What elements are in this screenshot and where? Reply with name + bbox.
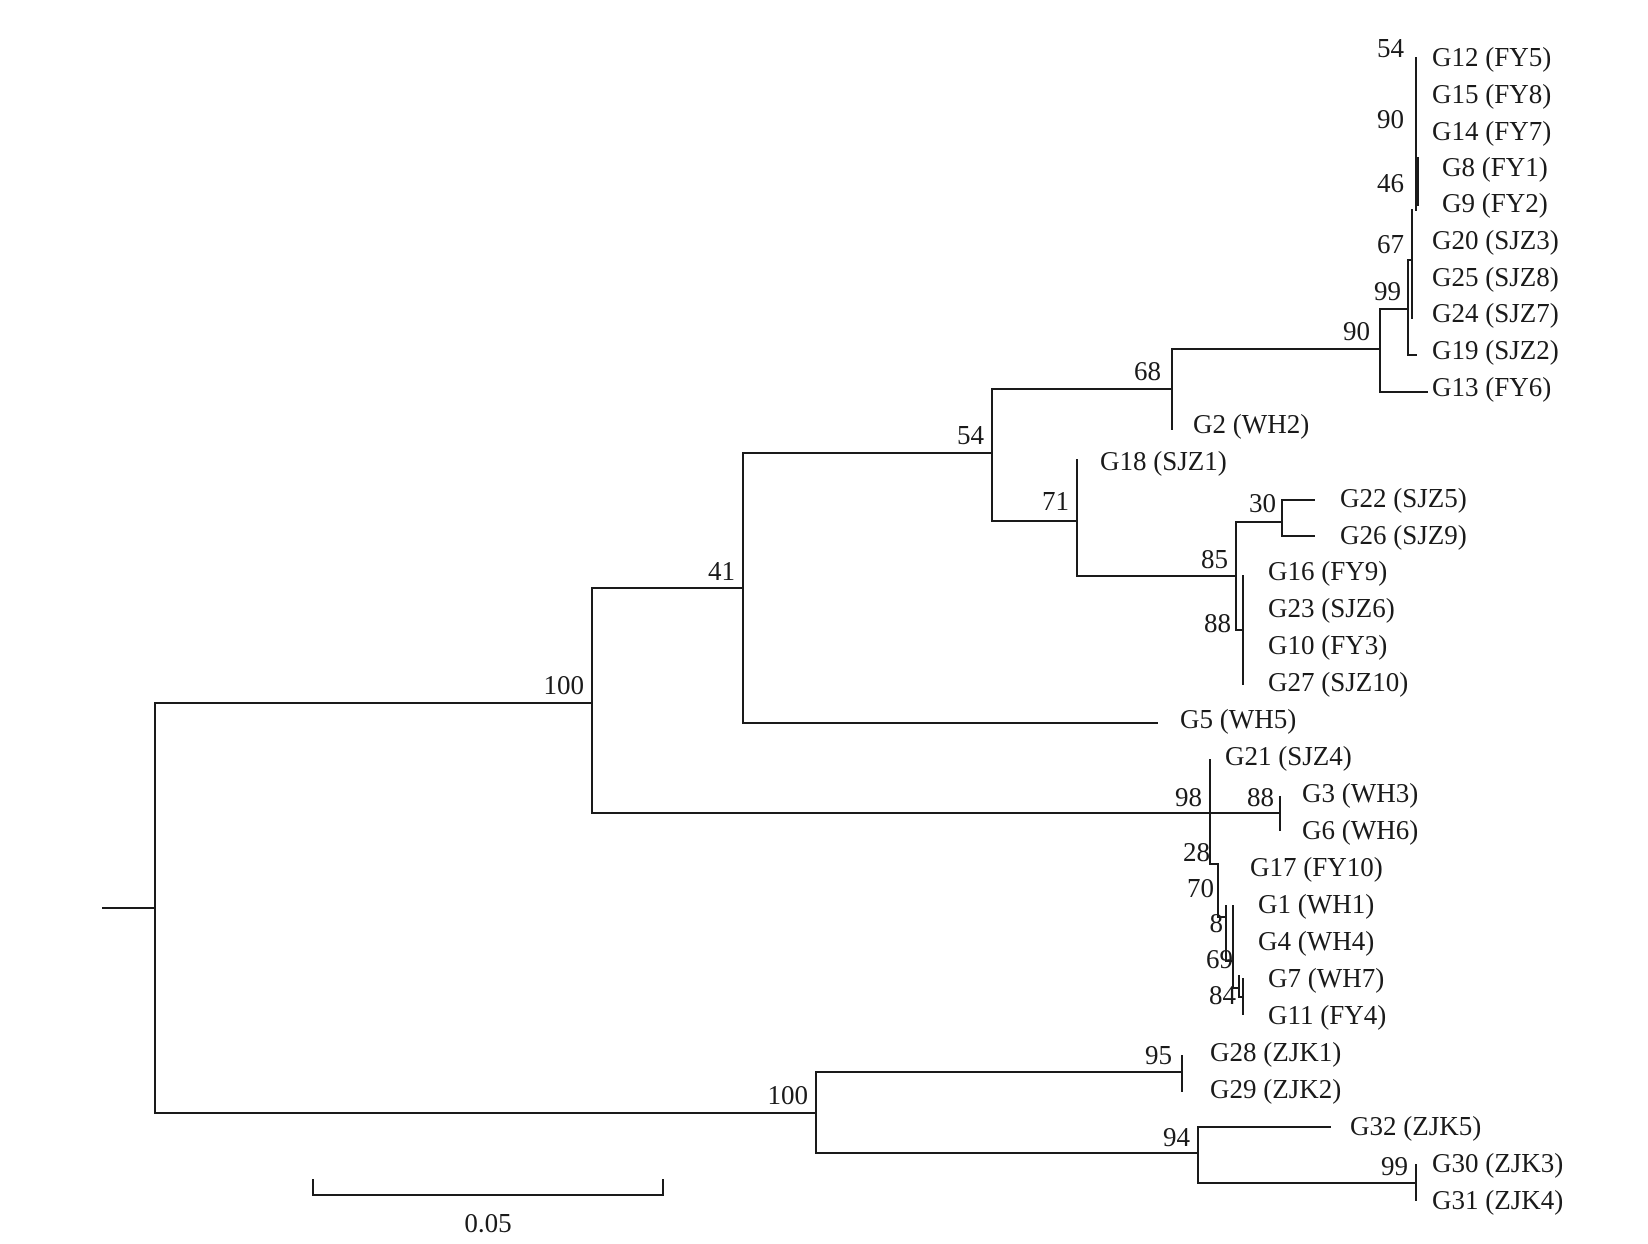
support-value: 54 (1377, 33, 1405, 63)
support-value: 98 (1175, 782, 1202, 812)
leaf-label: G29 (ZJK2) (1210, 1074, 1341, 1104)
leaf-label: G30 (ZJK3) (1432, 1148, 1563, 1178)
leaf-label: G16 (FY9) (1268, 556, 1387, 586)
leaf-label: G27 (SJZ10) (1268, 667, 1408, 697)
support-value: 85 (1201, 544, 1228, 574)
leaf-label: G7 (WH7) (1268, 963, 1384, 993)
support-value: 54 (957, 420, 985, 450)
support-value: 41 (708, 556, 735, 586)
support-value: 71 (1042, 486, 1069, 516)
leaf-label: G32 (ZJK5) (1350, 1111, 1481, 1141)
leaf-label: G22 (SJZ5) (1340, 483, 1467, 513)
leaf-label: G5 (WH5) (1180, 704, 1296, 734)
support-value: 8 (1210, 908, 1224, 938)
support-value: 69 (1206, 944, 1233, 974)
support-value: 84 (1209, 980, 1237, 1010)
support-value: 28 (1183, 837, 1210, 867)
leaf-label: G15 (FY8) (1432, 79, 1551, 109)
support-value: 68 (1134, 356, 1161, 386)
support-value: 94 (1163, 1122, 1191, 1152)
leaf-label: G24 (SJZ7) (1432, 298, 1559, 328)
leaf-label: G28 (ZJK1) (1210, 1037, 1341, 1067)
leaf-label: G9 (FY2) (1442, 188, 1548, 218)
leaf-label: G2 (WH2) (1193, 409, 1309, 439)
support-value: 46 (1377, 168, 1404, 198)
leaf-label: G10 (FY3) (1268, 630, 1387, 660)
leaf-label: G8 (FY1) (1442, 152, 1548, 182)
leaf-label: G14 (FY7) (1432, 116, 1551, 146)
leaf-label: G20 (SJZ3) (1432, 225, 1559, 255)
support-value: 30 (1249, 488, 1276, 518)
leaf-label: G19 (SJZ2) (1432, 335, 1559, 365)
support-value: 100 (544, 670, 585, 700)
leaf-label: G21 (SJZ4) (1225, 741, 1352, 771)
support-value: 99 (1381, 1151, 1408, 1181)
scale-bar: 0.05 (312, 1179, 664, 1238)
leaf-label: G12 (FY5) (1432, 42, 1551, 72)
support-value: 90 (1377, 104, 1404, 134)
support-value: 88 (1204, 608, 1231, 638)
support-value: 95 (1145, 1040, 1172, 1070)
leaf-labels: G12 (FY5) G15 (FY8) G14 (FY7) G8 (FY1) G… (1100, 42, 1563, 1215)
support-value: 67 (1377, 229, 1404, 259)
support-value: 70 (1187, 873, 1214, 903)
support-value: 88 (1247, 782, 1274, 812)
scale-bar-label: 0.05 (464, 1208, 511, 1238)
support-value: 99 (1374, 276, 1401, 306)
support-value: 90 (1343, 316, 1370, 346)
leaf-label: G3 (WH3) (1302, 778, 1418, 808)
support-values: 54 90 46 67 99 90 68 54 71 30 85 88 41 1… (544, 33, 1409, 1181)
leaf-label: G25 (SJZ8) (1432, 262, 1559, 292)
leaf-label: G31 (ZJK4) (1432, 1185, 1563, 1215)
leaf-label: G11 (FY4) (1268, 1000, 1386, 1030)
leaf-label: G23 (SJZ6) (1268, 593, 1395, 623)
support-value: 100 (768, 1080, 809, 1110)
leaf-label: G26 (SJZ9) (1340, 520, 1467, 550)
leaf-label: G6 (WH6) (1302, 815, 1418, 845)
leaf-label: G17 (FY10) (1250, 852, 1383, 882)
leaf-label: G13 (FY6) (1432, 372, 1551, 402)
leaf-label: G1 (WH1) (1258, 889, 1374, 919)
leaf-label: G4 (WH4) (1258, 926, 1374, 956)
leaf-label: G18 (SJZ1) (1100, 446, 1227, 476)
tree-branches (102, 57, 1428, 1201)
